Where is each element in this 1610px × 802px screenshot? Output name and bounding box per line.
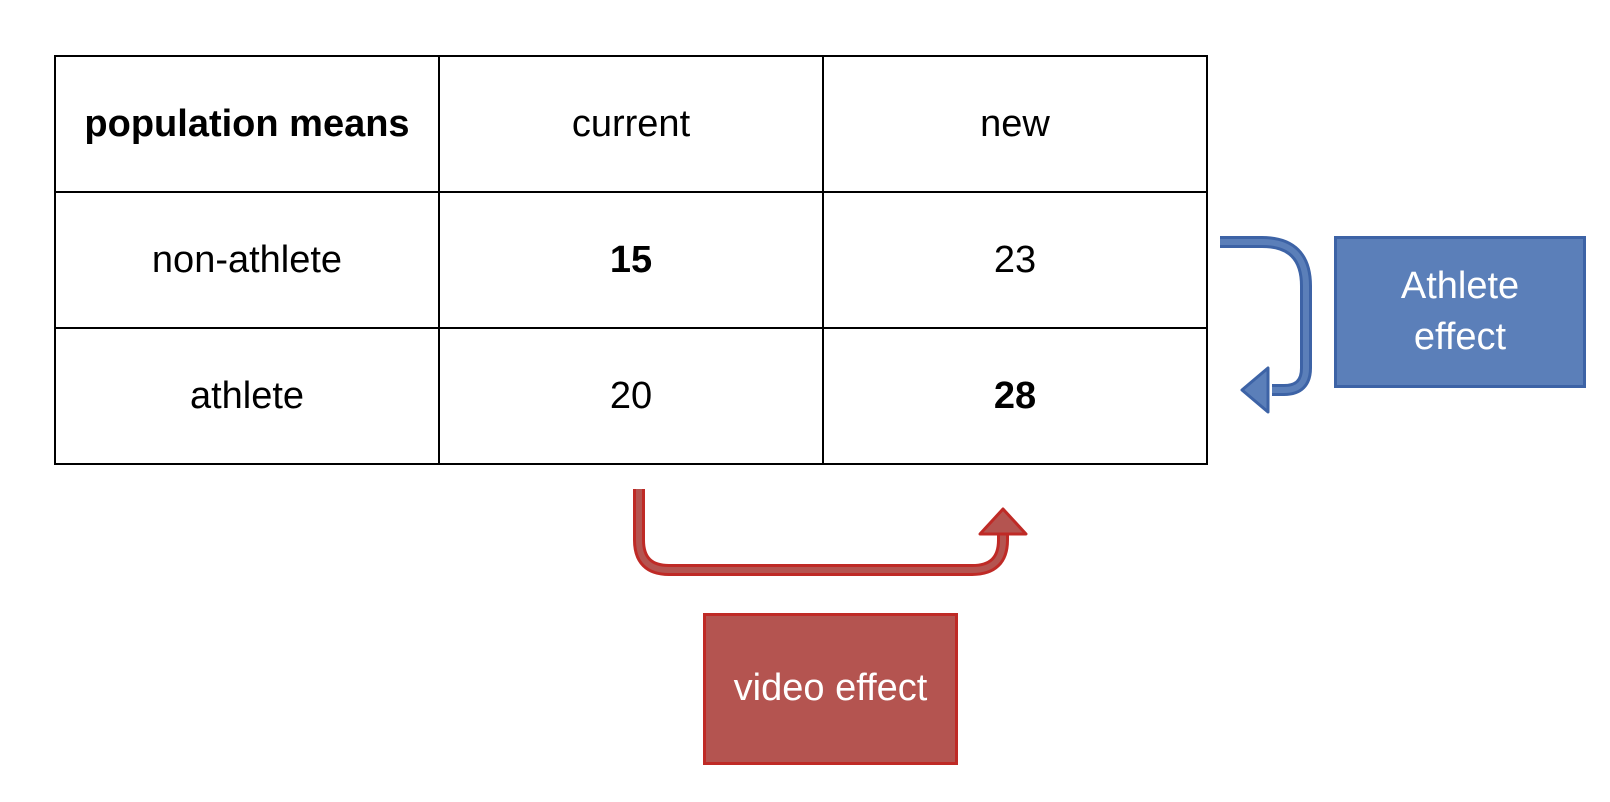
row-label-athlete: athlete	[54, 327, 440, 465]
table-row-athlete: athlete 20 28	[54, 327, 1208, 465]
population-means-table: population means current new non-athlete…	[54, 55, 1208, 465]
cell-athlete-current: 20	[438, 327, 824, 465]
u-turn-arrow-up-right-icon	[633, 489, 1028, 576]
bent-arrow-down-left-icon	[1220, 236, 1312, 414]
athlete-effect-callout: Athlete effect	[1334, 236, 1586, 388]
column-header-new: new	[822, 55, 1208, 193]
row-label-non-athlete: non-athlete	[54, 191, 440, 329]
table-row-non-athlete: non-athlete 15 23	[54, 191, 1208, 329]
table-header-row: population means current new	[54, 55, 1208, 193]
column-header-current: current	[438, 55, 824, 193]
cell-non-athlete-new: 23	[822, 191, 1208, 329]
cell-non-athlete-current: 15	[438, 191, 824, 329]
table-title-cell: population means	[54, 55, 440, 193]
cell-athlete-new: 28	[822, 327, 1208, 465]
video-effect-callout: video effect	[703, 613, 958, 765]
